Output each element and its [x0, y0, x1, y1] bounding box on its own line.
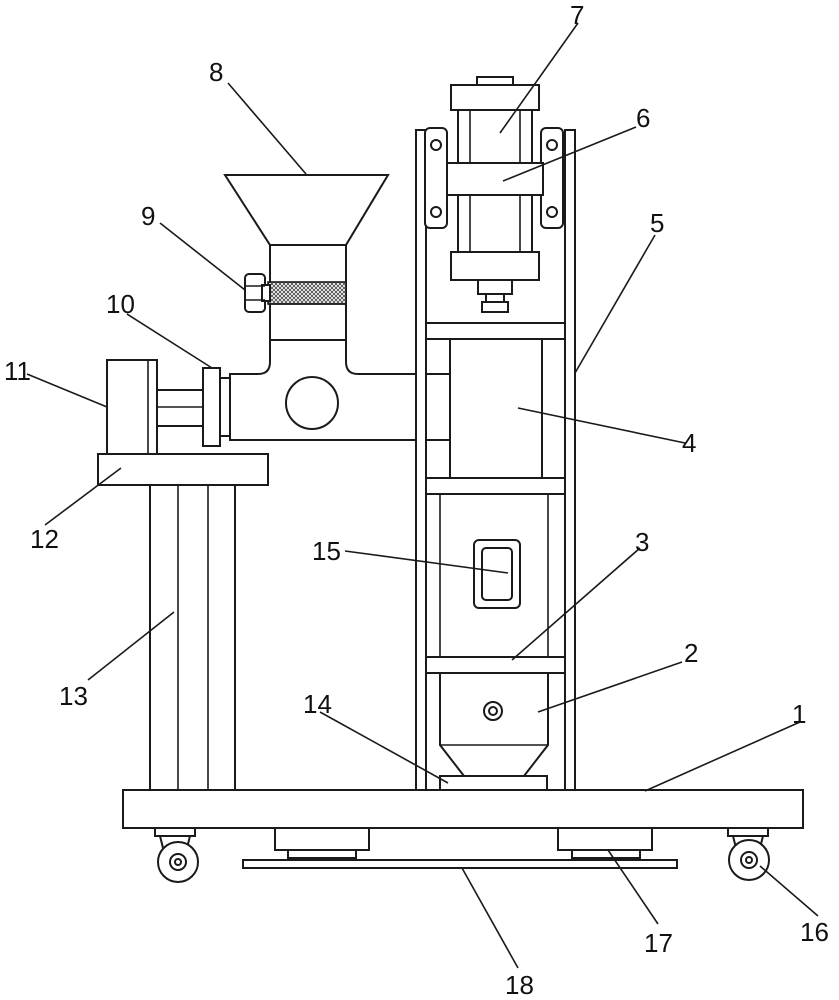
label-11: 11	[4, 356, 31, 386]
view-port	[285, 376, 339, 430]
motor	[106, 359, 206, 455]
crusher-housing	[229, 337, 451, 441]
label-1: 1	[792, 699, 806, 729]
feed-hopper	[223, 174, 390, 246]
leader-lines	[26, 22, 819, 969]
lower-column	[439, 494, 549, 657]
motor-platform	[97, 453, 269, 486]
label-6: 6	[636, 103, 650, 133]
coupling-flange	[202, 367, 231, 447]
label-14: 14	[303, 689, 332, 719]
frame-brackets	[424, 127, 564, 229]
caster-right	[727, 827, 770, 881]
collection-bin	[439, 672, 549, 777]
label-18: 18	[505, 970, 534, 1000]
bottom-plate	[242, 859, 678, 869]
filter-screen	[267, 281, 347, 305]
caster-left	[154, 827, 199, 883]
support-column	[149, 483, 236, 791]
label-16: 16	[800, 917, 829, 947]
label-13: 13	[59, 681, 88, 711]
label-9: 9	[141, 201, 155, 231]
label-2: 2	[684, 638, 698, 668]
base-plate	[122, 789, 804, 829]
label-4: 4	[682, 428, 696, 458]
adjust-screw	[244, 273, 271, 313]
cross-beams	[425, 322, 566, 674]
label-3: 3	[635, 527, 649, 557]
label-8: 8	[209, 57, 223, 87]
press-chamber	[449, 338, 543, 479]
label-17: 17	[644, 928, 673, 958]
label-7: 7	[570, 0, 584, 30]
label-15: 15	[312, 536, 341, 566]
label-10: 10	[106, 289, 135, 319]
label-12: 12	[30, 524, 59, 554]
discharge-outlet	[439, 775, 548, 791]
damping-blocks	[274, 827, 653, 859]
cylinder-clamp	[446, 162, 544, 196]
vertical-frame	[415, 129, 576, 791]
reference-numerals: 1 2 3 4 5 6 7 8 9 10 11 12 13 14 15 16 1…	[4, 0, 829, 1000]
label-5: 5	[650, 208, 664, 238]
